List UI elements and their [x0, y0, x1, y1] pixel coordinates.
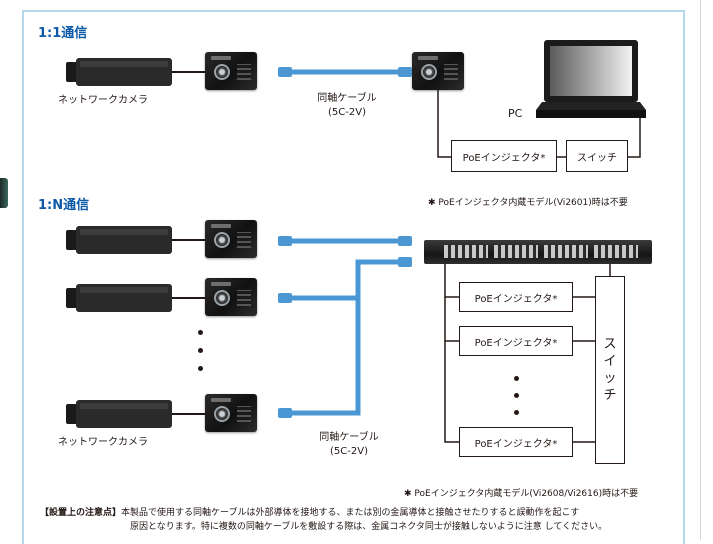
coax-converter-device [205, 278, 257, 316]
switch-char: イ [603, 354, 617, 369]
coax-converter-device [205, 394, 257, 432]
footnote-1to1: ✱ PoEインジェクタ内蔵モデル(Vi2601)時は不要 [428, 198, 628, 208]
switch-char: チ [603, 388, 617, 403]
installation-notice: 【設置上の注意点】本製品で使用する同軸ケーブルは外部導体を接地する、または別の金… [40, 506, 680, 534]
rack-switch-device [424, 240, 652, 264]
cable-label: 同軸ケーブル [319, 432, 379, 443]
ellipsis-dot [198, 366, 203, 371]
cable-spec: (5C-2V) [330, 446, 368, 457]
page-divider [700, 0, 701, 540]
network-camera-icon [66, 58, 172, 86]
ellipsis-dot [514, 410, 519, 415]
diagram-frame [22, 10, 685, 544]
coax-converter-device [412, 52, 464, 90]
switch-box-vertical: ス イ ッ チ [595, 276, 625, 464]
ellipsis-dot [514, 376, 519, 381]
connector-line [172, 413, 205, 415]
ellipsis-dot [198, 348, 203, 353]
ellipsis-dot [514, 393, 519, 398]
connector-line [172, 239, 205, 241]
notice-heading: 【設置上の注意点】 [40, 508, 122, 518]
camera-label: ネットワークカメラ [58, 437, 148, 448]
poe-injector-box: PoEインジェクタ* [459, 282, 573, 312]
notice-line-2: 原因となります。特に複数の同軸ケーブルを敷設する際は、金属コネクタ同士が接触しな… [130, 522, 608, 532]
ellipsis-dot [198, 330, 203, 335]
switch-char: ッ [603, 371, 617, 386]
network-camera-icon [66, 400, 172, 428]
connector-line [172, 71, 205, 73]
poe-injector-box: PoEインジェクタ* [459, 427, 573, 457]
switch-char: ス [603, 337, 617, 352]
connector-line [172, 297, 205, 299]
section-title-1to1: 1:1通信 [38, 26, 88, 41]
laptop-pc-icon [536, 40, 646, 118]
section-title-1toN: 1:N通信 [38, 198, 90, 213]
notice-line-1: 本製品で使用する同軸ケーブルは外部導体を接地する、または別の金属導体と接触させた… [121, 508, 580, 518]
network-camera-icon [66, 284, 172, 312]
cable-spec: (5C-2V) [328, 107, 366, 118]
cable-label: 同軸ケーブル [317, 93, 377, 104]
switch-box: スイッチ [566, 140, 628, 172]
coax-cable-line [290, 259, 398, 416]
network-camera-icon [66, 226, 172, 254]
pc-label: PC [508, 107, 523, 120]
coax-converter-device [205, 220, 257, 258]
poe-injector-box: PoEインジェクタ* [451, 140, 557, 172]
adjacent-image-fragment [0, 178, 8, 208]
camera-label: ネットワークカメラ [58, 95, 148, 106]
footnote-1toN: ✱ PoEインジェクタ内蔵モデル(Vi2608/Vi2616)時は不要 [404, 489, 639, 499]
poe-injector-box: PoEインジェクタ* [459, 326, 573, 356]
coax-converter-device [205, 52, 257, 90]
